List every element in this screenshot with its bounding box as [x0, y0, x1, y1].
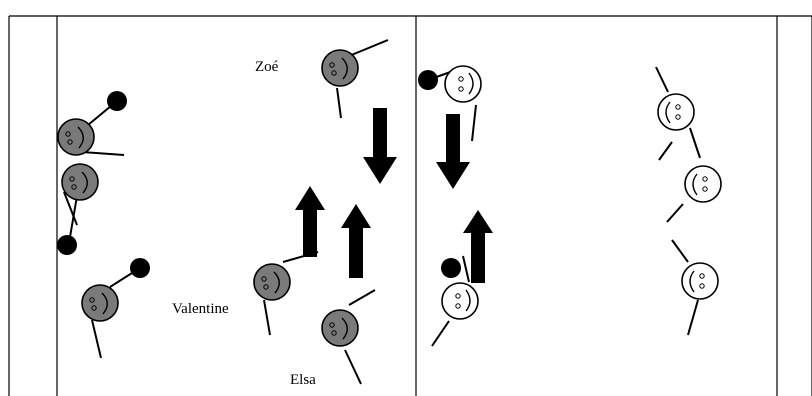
gray-figure-elsa	[321, 289, 376, 385]
gray-figure-zoe	[321, 39, 389, 119]
white-figure-1	[418, 65, 482, 142]
arrow-up-icon	[463, 210, 493, 283]
white-figure-5	[671, 239, 719, 336]
arrow-up-icon	[295, 186, 325, 257]
label-valentine: Valentine	[172, 301, 229, 317]
arrow-down-icon	[363, 108, 397, 184]
gray-figure-valentine	[253, 251, 319, 336]
frame	[8, 15, 812, 396]
white-figure-2	[431, 255, 479, 347]
white-figure-3	[655, 66, 701, 161]
arrow-up-icon	[341, 204, 371, 278]
white-figure-4	[666, 165, 722, 223]
arrow-down-icon	[436, 114, 470, 189]
label-zoe: Zoé	[255, 59, 279, 75]
gray-figure-3	[81, 258, 150, 359]
gray-figure-2	[57, 163, 99, 255]
gray-figure-1	[57, 91, 127, 156]
label-elsa: Elsa	[290, 372, 316, 388]
